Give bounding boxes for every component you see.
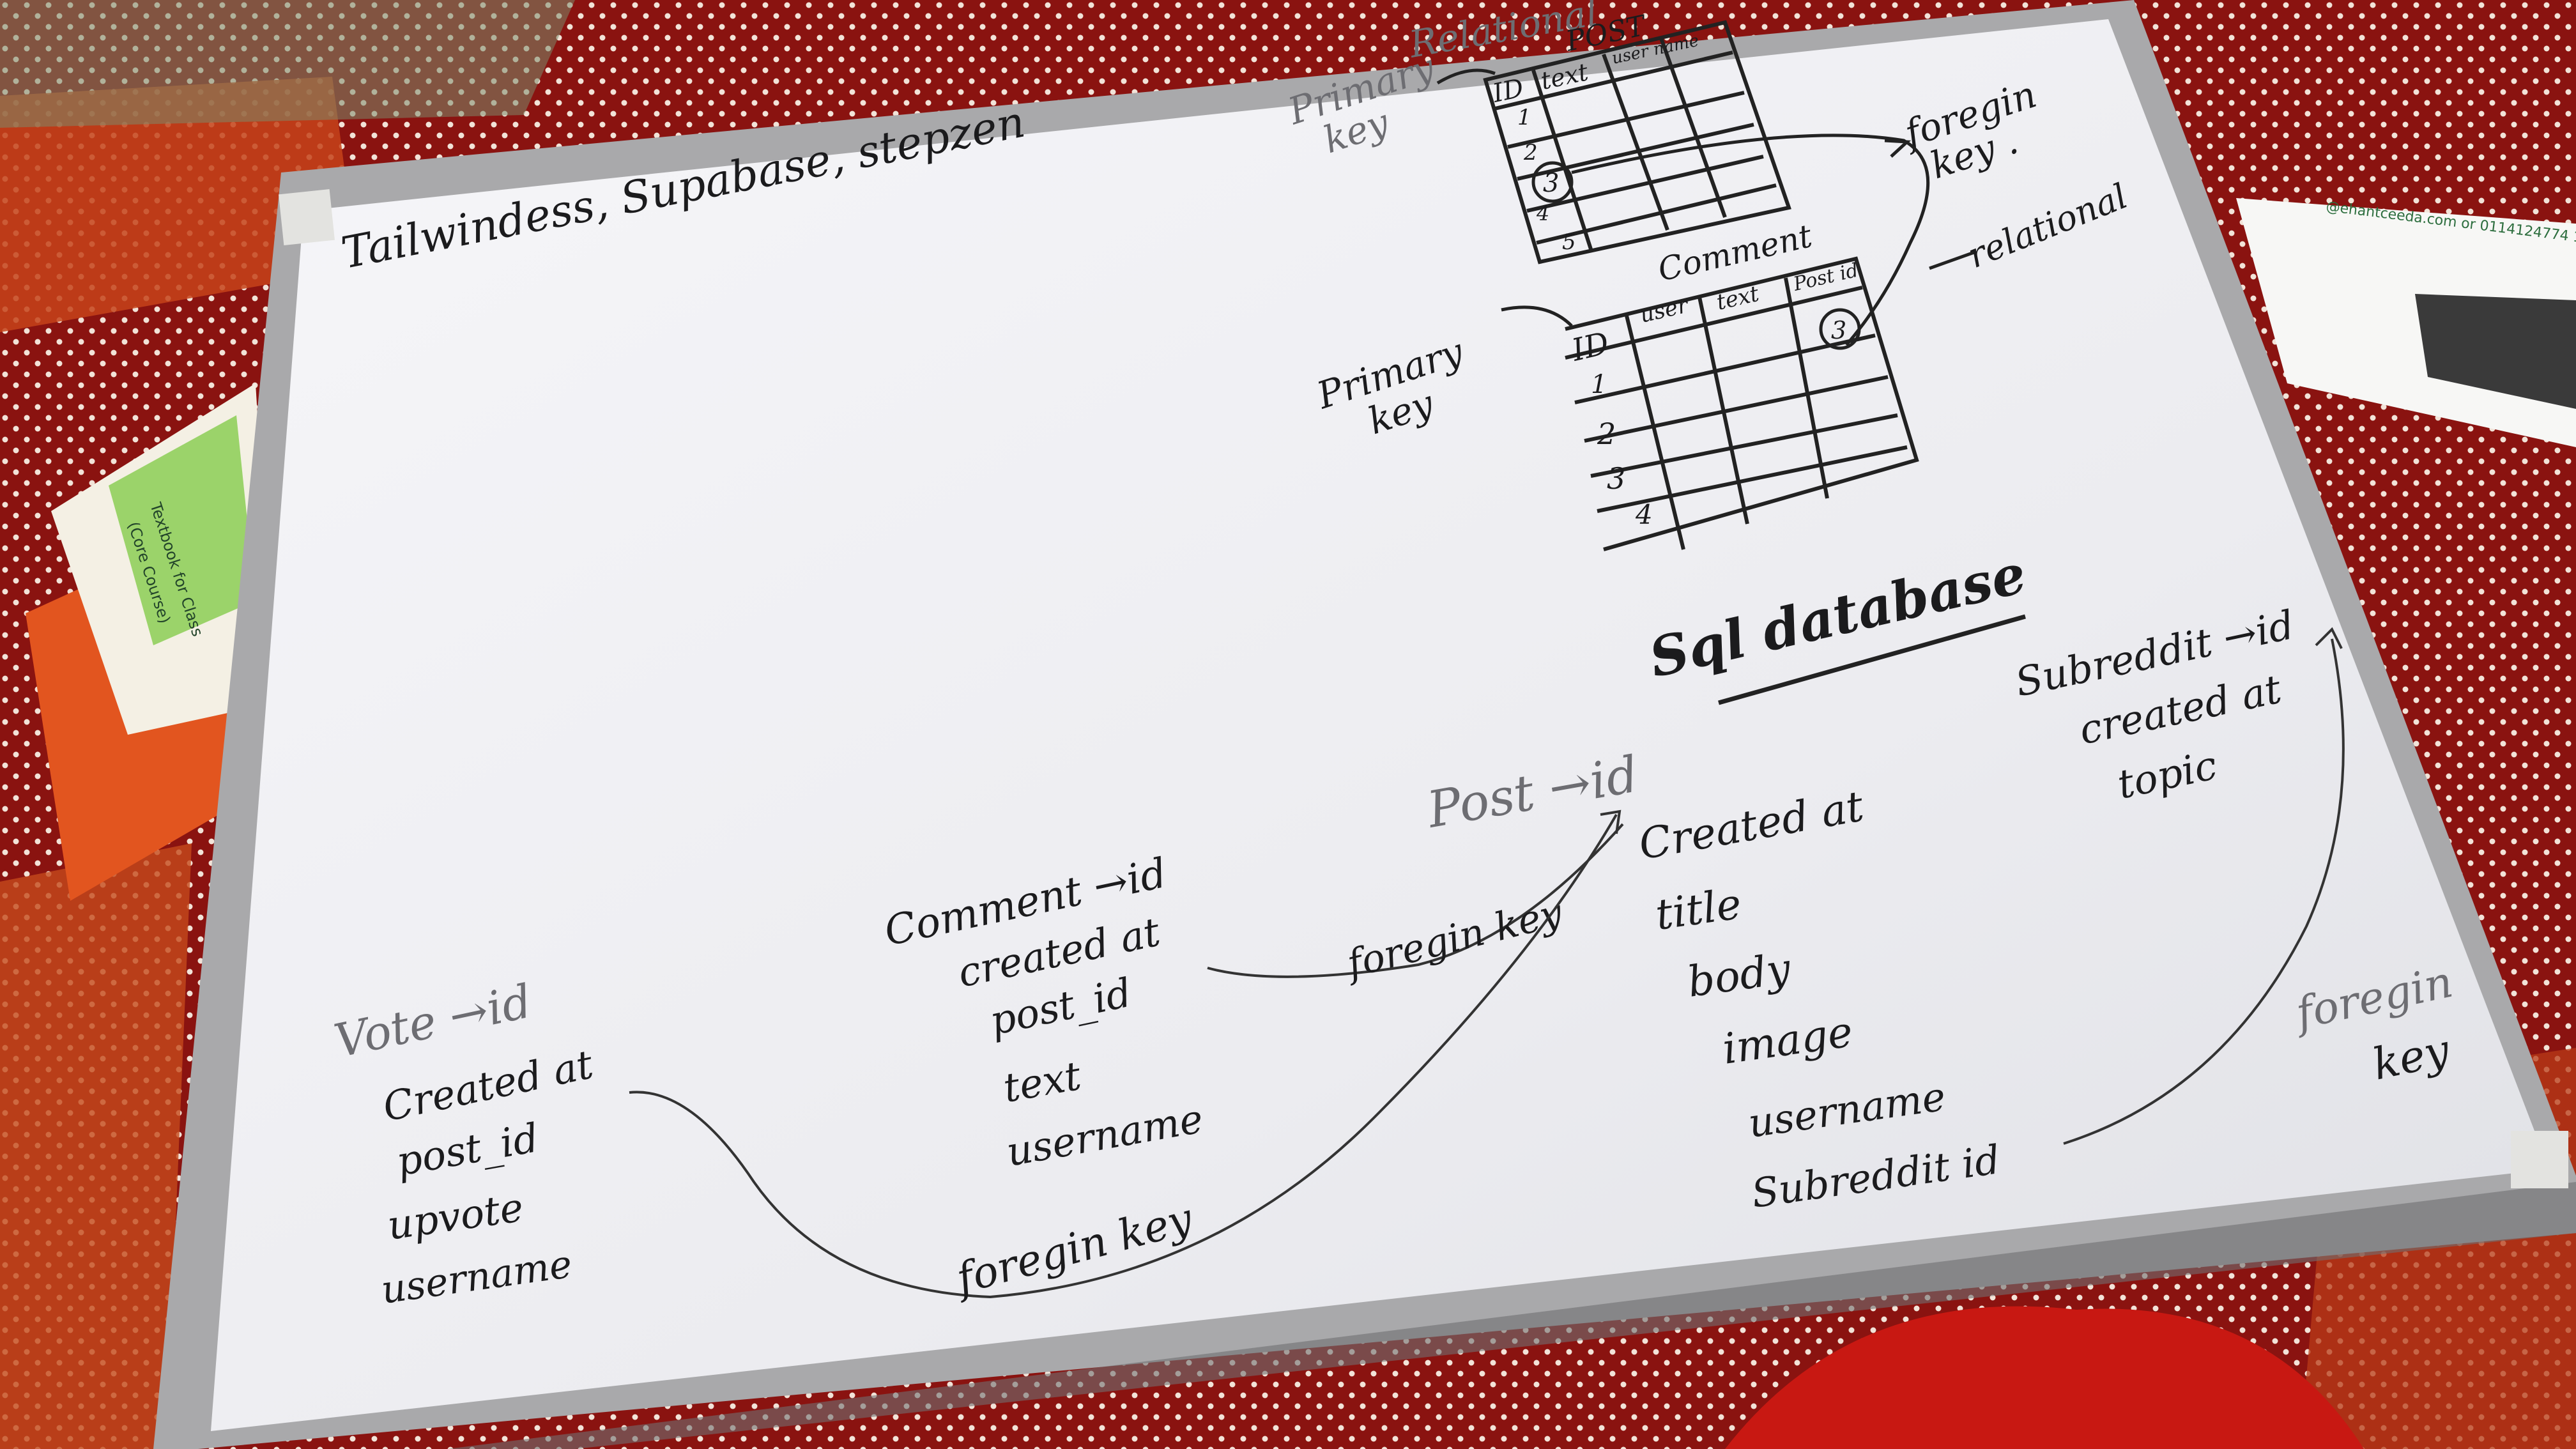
textbook: Textbook for Class (Core Course): [26, 383, 275, 901]
paper-strip: @ehantceeda.com or 0114124774 1: [2236, 198, 2576, 447]
relational-arrow: [1929, 250, 1975, 270]
whiteboard-surface: [211, 19, 2549, 1431]
post-table-id-5: 5: [1562, 229, 1576, 255]
post-table: [1483, 20, 1791, 264]
relation-curve: [1571, 134, 1930, 346]
post-table-header-id: ID: [1490, 73, 1526, 109]
cloth-border-stripe: [0, 77, 358, 332]
vote-to-post-curve: [629, 813, 1618, 1299]
comment-table-id-4: 4: [1635, 499, 1653, 530]
relation-arrowhead: [1884, 139, 1912, 158]
frame-corner-top-left: [279, 189, 335, 245]
sql-title-underline: [1718, 614, 2026, 705]
post-table-id-4: 4: [1536, 201, 1549, 226]
post-table-id-2: 2: [1523, 140, 1538, 165]
cloth-print-left: [0, 843, 192, 1449]
comment-table-postid-value: 3: [1831, 316, 1846, 344]
comment-primary-key-arrow: [1501, 305, 1573, 327]
plastic-bag: [0, 0, 575, 128]
comment-table-id-2: 2: [1597, 417, 1616, 451]
post-table-id-3: 3: [1543, 169, 1559, 198]
red-yarn: [1725, 1306, 2364, 1449]
comment-to-post-curve: [1207, 823, 1624, 978]
post-to-subreddit-arrowhead: [2315, 627, 2343, 649]
post-to-subreddit-curve: [2063, 638, 2345, 1145]
comment-table-id-3: 3: [1607, 461, 1625, 496]
post-id-3-circle: [1531, 161, 1574, 203]
post-table-id-1: 1: [1517, 105, 1531, 130]
vote-to-post-arrowhead: [1600, 809, 1621, 834]
comment-table-id-1: 1: [1591, 370, 1607, 399]
post-primary-key-arrow: [1436, 68, 1496, 85]
comment-table-header-id: ID: [1568, 325, 1613, 369]
post-field-title: title: [1653, 879, 1745, 940]
comment-table: [1565, 256, 1919, 551]
comment-postid-circle: [1819, 308, 1861, 350]
whiteboard-frame-shadow: [447, 1182, 2576, 1449]
frame-corner-bottom-right: [2511, 1131, 2568, 1188]
